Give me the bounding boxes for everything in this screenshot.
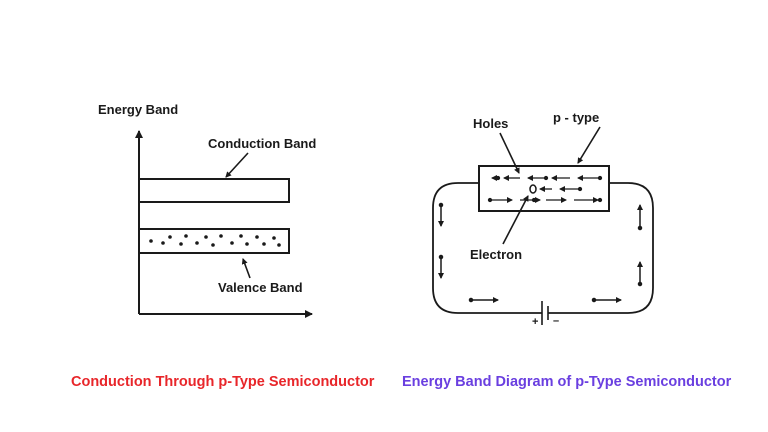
p-type-circuit-diagram: + – bbox=[432, 110, 654, 328]
valence-band-holes bbox=[149, 234, 281, 247]
valence-band-pointer bbox=[241, 258, 251, 279]
circuit-current-arrows bbox=[438, 202, 643, 303]
electron-pointer bbox=[502, 195, 529, 245]
caption-energy-band: Energy Band Diagram of p-Type Semiconduc… bbox=[402, 374, 732, 390]
electron-marker bbox=[529, 184, 537, 194]
electron-label: Electron bbox=[470, 247, 522, 262]
hole-flow-arrows-middle bbox=[539, 186, 583, 192]
battery-plus-sign: + bbox=[532, 316, 538, 328]
circuit-wire-left bbox=[432, 182, 542, 314]
p-type-pointer bbox=[577, 126, 601, 164]
p-type-bar bbox=[478, 165, 610, 212]
conduction-band-label: Conduction Band bbox=[208, 136, 316, 151]
valence-band-label: Valence Band bbox=[218, 280, 303, 295]
hole-flow-arrows-top bbox=[491, 175, 603, 181]
holes-pointer bbox=[499, 132, 520, 174]
conduction-band bbox=[138, 178, 290, 203]
circuit-wire-right bbox=[548, 182, 654, 314]
conduction-band-pointer bbox=[225, 152, 249, 178]
energy-band-axis-label: Energy Band bbox=[98, 102, 178, 117]
holes-label: Holes bbox=[473, 116, 508, 131]
p-type-label: p - type bbox=[553, 110, 599, 125]
caption-conduction: Conduction Through p-Type Semiconductor bbox=[71, 374, 375, 390]
energy-band-diagram: Energy Band Conduction Band bbox=[98, 102, 316, 318]
valence-band bbox=[138, 228, 290, 254]
battery-minus-sign: – bbox=[553, 315, 559, 327]
